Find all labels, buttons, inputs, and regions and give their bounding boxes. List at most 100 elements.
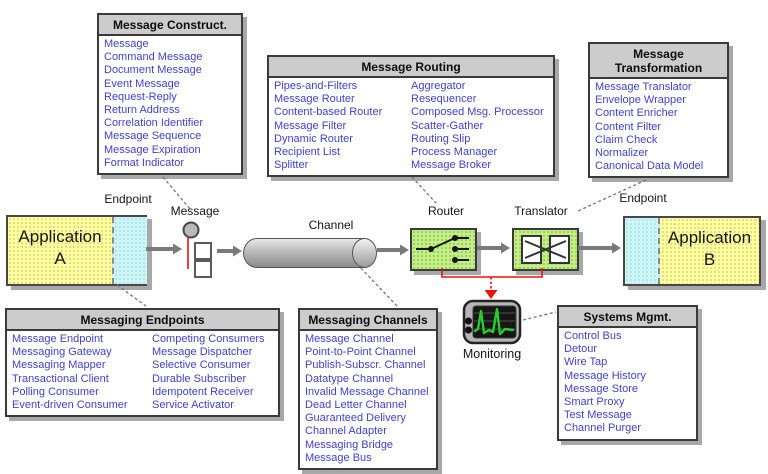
pattern-link[interactable]: Channel Adapter: [305, 425, 387, 438]
pattern-link[interactable]: Pipes-and-Filters: [274, 80, 358, 92]
pattern-link[interactable]: Recipient List: [274, 146, 341, 159]
pattern-link[interactable]: Idempotent Receiver: [152, 385, 254, 398]
pattern-link[interactable]: Competing Consumers: [152, 333, 265, 345]
pattern-link[interactable]: Datatype Channel: [305, 372, 394, 385]
pattern-link[interactable]: Point-to-Point Channel: [305, 346, 416, 359]
application-a-box: Application A: [6, 215, 147, 286]
pattern-link[interactable]: Request-Reply: [104, 90, 177, 103]
message-icon-square-1: [194, 242, 212, 260]
pattern-link[interactable]: Wire Tap: [564, 356, 608, 369]
pattern-link[interactable]: Content-based Router: [274, 106, 383, 119]
pattern-box-title: Message Transformation: [590, 44, 727, 79]
monitoring-box[interactable]: [462, 299, 522, 345]
pattern-link[interactable]: Message Broker: [411, 159, 492, 172]
pattern-link[interactable]: Messaging Gateway: [12, 346, 112, 359]
red-tap-arrowhead: [484, 290, 498, 299]
application-b-line2: B: [703, 250, 716, 269]
pattern-link[interactable]: Message History: [564, 369, 646, 382]
endpoint-strip-b[interactable]: [625, 218, 660, 284]
pattern-link[interactable]: Message Dispatcher: [152, 346, 253, 359]
channel-cylinder[interactable]: [243, 238, 365, 268]
pattern-link[interactable]: Document Message: [104, 64, 202, 77]
pattern-link[interactable]: Durable Subscriber: [152, 372, 247, 385]
translator-box[interactable]: [512, 228, 579, 271]
pattern-link[interactable]: Message Channel: [305, 333, 394, 345]
translator-label: Translator: [514, 204, 568, 218]
pattern-link[interactable]: Composed Msg. Processor: [411, 106, 544, 119]
pattern-link[interactable]: Message Endpoint: [12, 333, 104, 345]
channel-label: Channel: [308, 218, 354, 232]
pattern-link[interactable]: Transactional Client: [12, 372, 109, 385]
pattern-link[interactable]: Messaging Mapper: [12, 359, 106, 372]
arrow-channel-to-router: [377, 244, 409, 256]
pattern-link[interactable]: Scatter-Gather: [411, 119, 484, 132]
application-a-line1: Application: [18, 227, 102, 246]
pattern-link[interactable]: Polling Consumer: [12, 385, 99, 398]
pattern-link[interactable]: Smart Proxy: [564, 396, 625, 409]
message-label: Message: [170, 204, 220, 218]
pattern-link[interactable]: Process Manager: [411, 146, 498, 159]
pattern-box-title: Messaging Endpoints: [7, 310, 278, 331]
pattern-link[interactable]: Claim Check: [595, 133, 658, 146]
pattern-link[interactable]: Messaging Bridge: [305, 438, 394, 451]
pattern-link[interactable]: Canonical Data Model: [595, 160, 704, 173]
dashed-connector-monitoring-to-systems-mgmt: [522, 311, 557, 321]
pattern-link[interactable]: Aggregator: [411, 80, 466, 92]
arrow-message-to-channel: [217, 245, 242, 257]
pattern-link[interactable]: Resequencer: [411, 93, 477, 106]
pattern-link[interactable]: Message Translator: [595, 81, 692, 93]
pattern-box-title: Message Construct.: [99, 15, 241, 36]
pattern-link[interactable]: Return Address: [104, 104, 180, 117]
pattern-link[interactable]: Message Filter: [274, 119, 347, 132]
message-icon-circle[interactable]: [182, 221, 200, 239]
endpoint-label-a: Endpoint: [104, 192, 152, 206]
pattern-link[interactable]: Message Sequence: [104, 130, 202, 143]
pattern-link[interactable]: Service Activator: [152, 399, 234, 412]
pattern-link[interactable]: Event Message: [104, 77, 180, 90]
pattern-link[interactable]: Detour: [564, 343, 598, 356]
pattern-link[interactable]: Message Expiration: [104, 143, 201, 156]
pattern-link[interactable]: Normalizer: [595, 147, 649, 160]
router-box[interactable]: [410, 228, 477, 271]
pattern-link[interactable]: Message Store: [564, 382, 638, 395]
pattern-link[interactable]: Dynamic Router: [274, 132, 353, 145]
pattern-link[interactable]: Event-driven Consumer: [12, 399, 128, 412]
pattern-link[interactable]: Message Bus: [305, 451, 372, 464]
pattern-link[interactable]: Content Enricher: [595, 107, 678, 120]
pattern-link[interactable]: Content Filter: [595, 120, 662, 133]
pattern-link[interactable]: Dead Letter Channel: [305, 399, 407, 412]
pattern-link[interactable]: Selective Consumer: [152, 359, 251, 372]
pattern-box-message-transformation: Message Transformation Message Translato…: [588, 42, 729, 179]
pattern-link[interactable]: Routing Slip: [411, 132, 471, 145]
dashed-connector-routing-to-router: [411, 176, 437, 204]
router-label: Router: [427, 204, 465, 218]
pattern-link[interactable]: Message: [104, 38, 149, 50]
pattern-link[interactable]: Correlation Identifier: [104, 117, 204, 130]
router-icon: [416, 235, 469, 263]
pattern-link[interactable]: Invalid Message Channel: [305, 385, 429, 398]
pattern-link[interactable]: Command Message: [104, 51, 203, 64]
pattern-link[interactable]: Envelope Wrapper: [595, 94, 686, 107]
pattern-link[interactable]: Test Message: [564, 409, 632, 422]
dashed-connector-channel-to-messaging-channels: [356, 263, 398, 307]
pattern-link[interactable]: Format Indicator: [104, 156, 185, 169]
arrow-app-a-to-message: [146, 243, 182, 255]
pattern-link[interactable]: Message Router: [274, 93, 355, 106]
pattern-link[interactable]: Splitter: [274, 159, 309, 172]
message-icon-square-2: [194, 260, 212, 278]
pattern-link[interactable]: Control Bus: [564, 330, 622, 342]
pattern-link[interactable]: Guaranteed Delivery: [305, 412, 406, 425]
monitoring-icon: [462, 299, 522, 345]
endpoint-strip-a[interactable]: [112, 217, 147, 284]
pattern-link[interactable]: Publish-Subscr. Channel: [305, 359, 426, 372]
pattern-link[interactable]: Channel Purger: [564, 422, 642, 435]
